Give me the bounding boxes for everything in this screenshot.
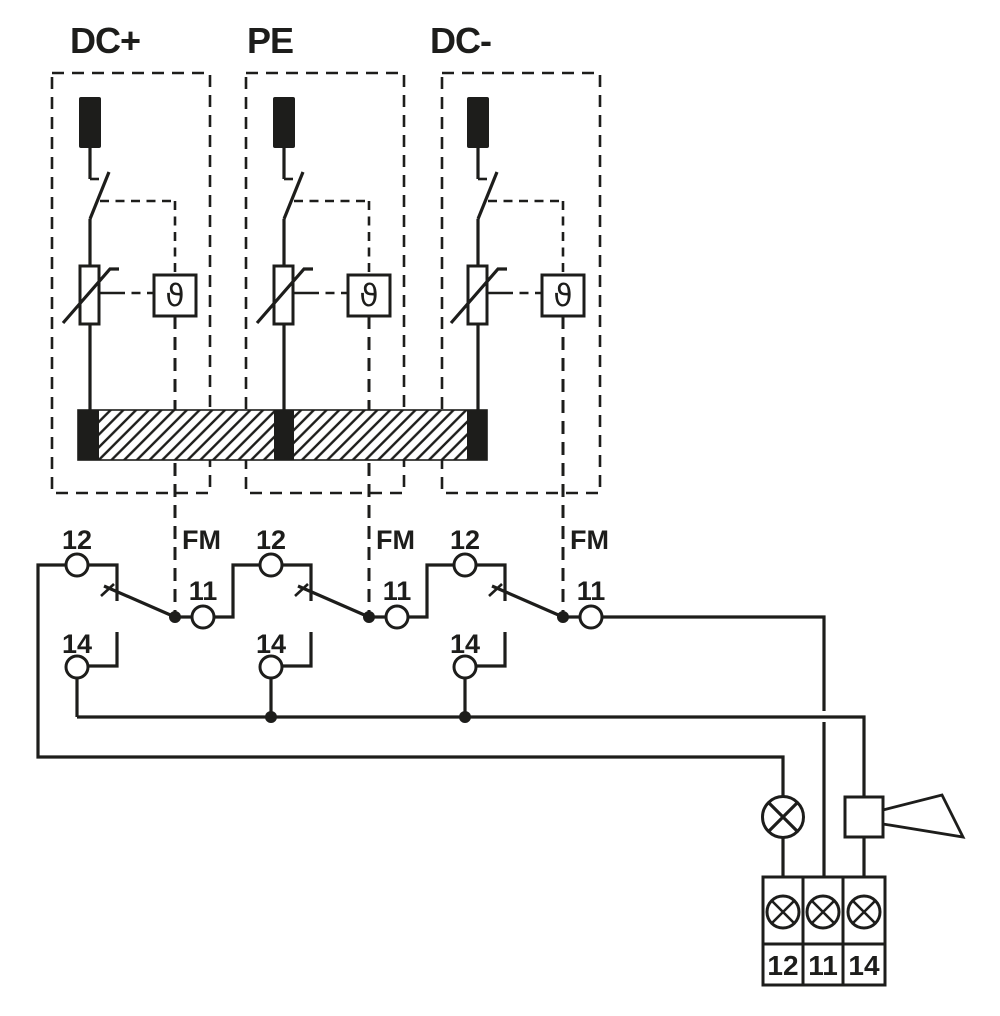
- contact-14-label: 14: [256, 629, 286, 659]
- thermal-sensor-symbol: ϑ: [165, 278, 184, 314]
- contact-12-label: 12: [62, 525, 92, 555]
- bus-14-wire: [77, 715, 866, 877]
- contact-14-terminal: [64, 654, 90, 680]
- thermal-sensor-symbol: ϑ: [553, 278, 572, 314]
- link-11-to-12-wire: [214, 563, 260, 619]
- contact-12-wire: [476, 563, 507, 601]
- column-boundary: [50, 71, 212, 495]
- bar-contact-right: [467, 410, 487, 460]
- fm-label: FM: [376, 525, 415, 555]
- screw-cross: [852, 900, 876, 924]
- blade-tip-tick: [100, 583, 115, 597]
- thermal-sensor-box: ϑ: [540, 273, 586, 318]
- terminal-pin: [79, 97, 101, 148]
- varistor-icon: [449, 264, 507, 326]
- contact-14-terminal: [258, 654, 284, 680]
- screw-terminal-11: 11: [805, 894, 841, 981]
- bar-contact-middle: [274, 410, 294, 460]
- contact-11-terminal: [578, 604, 604, 630]
- link-11-to-12-wire: [408, 563, 454, 619]
- varistor-body: [272, 264, 295, 326]
- contact-14-wire: [88, 632, 119, 668]
- contact-blade: [103, 584, 176, 619]
- varistor-diagonal: [255, 267, 313, 325]
- disconnect-switch-icon: [476, 171, 499, 220]
- switch-blade: [476, 171, 499, 220]
- fm-label: FM: [570, 525, 609, 555]
- thermal-sensor-box: ϑ: [346, 273, 392, 318]
- horn-body: [843, 795, 885, 839]
- terminal-block-dividers: [763, 877, 885, 985]
- lamp-icon: [761, 795, 805, 877]
- contact-12-label: 12: [450, 525, 480, 555]
- varistor-icon: [61, 264, 119, 326]
- contact-12-terminal: [258, 552, 284, 578]
- contact-14-label: 14: [450, 629, 480, 659]
- lamp-cross: [767, 801, 799, 833]
- column-boundary: [244, 71, 406, 495]
- thermal-disconnect-bar: [77, 409, 488, 461]
- fm-contact-2: 12 FM 11 14: [256, 525, 415, 717]
- horn-icon: [843, 793, 966, 839]
- contact-11-terminal: [190, 604, 216, 630]
- protection-column-pe: PE ϑ: [244, 20, 406, 617]
- switch-blade: [88, 171, 111, 220]
- contact-14-wire: [476, 632, 507, 668]
- varistor-diagonal: [61, 267, 119, 325]
- blade-tip-tick: [488, 583, 503, 597]
- varistor-icon: [255, 264, 313, 326]
- column-label: DC+: [70, 20, 140, 61]
- contact-14-label: 14: [62, 629, 92, 659]
- terminal-label-12: 12: [767, 950, 798, 981]
- terminal-label-14: 14: [848, 950, 880, 981]
- blade-tip-tick: [294, 583, 309, 597]
- column-label: PE: [247, 20, 293, 61]
- fm-label: FM: [182, 525, 221, 555]
- terminal-pin: [467, 97, 489, 148]
- contact-11-label: 11: [577, 576, 606, 606]
- screw-terminal-12: 12: [765, 894, 801, 981]
- fm-contact-3: 12 FM 11 14: [450, 525, 609, 717]
- contact-12-terminal: [452, 552, 478, 578]
- contact-blade: [297, 584, 370, 619]
- terminal-label-11: 11: [808, 950, 838, 981]
- bus-11-wire: [602, 615, 826, 711]
- disconnect-switch-icon: [88, 171, 111, 220]
- contact-12-terminal: [64, 552, 90, 578]
- bar-contact-left: [78, 410, 99, 460]
- contact-11-label: 11: [189, 576, 218, 606]
- thermal-sensor-symbol: ϑ: [359, 278, 378, 314]
- disconnect-switch-icon: [282, 171, 305, 220]
- contact-14-terminal: [452, 654, 478, 680]
- thermal-sensor-frame: [540, 273, 586, 318]
- screw-cross: [771, 900, 795, 924]
- column-boundary: [440, 71, 602, 495]
- contact-14-wire: [282, 632, 313, 668]
- contact-12-wire: [88, 563, 119, 601]
- horn-bell: [881, 793, 966, 839]
- thermal-sensor-box: ϑ: [152, 273, 198, 318]
- protection-column-dc-plus: DC+ ϑ: [50, 20, 212, 617]
- contact-11-label: 11: [383, 576, 412, 606]
- switch-blade: [282, 171, 305, 220]
- screw-terminal-14: 14: [846, 894, 882, 981]
- fm-contact-1: 12 FM 11 14: [62, 525, 221, 717]
- contact-11-terminal: [384, 604, 410, 630]
- bus-12-wire: [36, 563, 785, 796]
- column-label: DC-: [430, 20, 491, 61]
- signal-wiring: [36, 563, 866, 877]
- protection-column-dc-minus: DC- ϑ: [430, 20, 602, 617]
- varistor-diagonal: [449, 267, 507, 325]
- varistor-body: [466, 264, 489, 326]
- terminal-pin: [273, 97, 295, 148]
- screw-cross: [811, 900, 835, 924]
- contact-12-wire: [282, 563, 313, 601]
- terminal-block: 12 11 14: [761, 875, 887, 987]
- contact-blade: [491, 584, 564, 619]
- contact-12-label: 12: [256, 525, 286, 555]
- varistor-body: [78, 264, 101, 326]
